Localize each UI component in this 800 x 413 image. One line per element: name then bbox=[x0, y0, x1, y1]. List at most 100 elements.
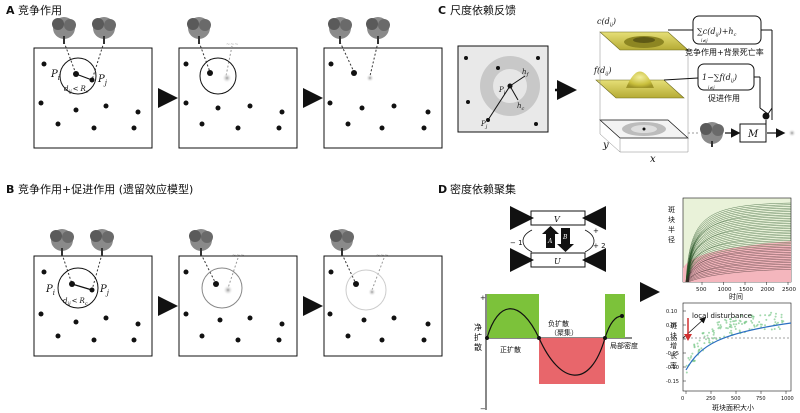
annotation: local disturbance bbox=[692, 312, 752, 320]
tree-icon bbox=[700, 122, 724, 147]
scatter-point bbox=[733, 320, 736, 323]
scatter-point bbox=[728, 331, 731, 334]
scatter-point bbox=[685, 371, 688, 374]
scatter-point bbox=[730, 326, 733, 329]
bottom-x-tick: 750 bbox=[756, 396, 766, 402]
panel-c: C 尺度依赖反馈 Pi Pj hf hc bbox=[438, 3, 796, 165]
a-label: A bbox=[547, 238, 553, 245]
radius-line bbox=[686, 255, 792, 283]
scatter-point bbox=[768, 314, 770, 317]
plus-one: + bbox=[593, 227, 599, 235]
net-diffusion-2: 扩 bbox=[474, 332, 482, 342]
bottom-y-tick: 0.10 bbox=[666, 309, 677, 315]
panel-d: D 密度依赖聚集 V U A B − 1 + + 2 bbox=[438, 182, 796, 413]
scatter-point bbox=[770, 311, 773, 314]
scatter-point bbox=[765, 318, 768, 321]
scatter-point bbox=[752, 315, 755, 318]
panel-b-title: 竞争作用+促进作用 (遗留效应模型) bbox=[18, 182, 193, 196]
scatter-point bbox=[688, 358, 691, 361]
radius-line bbox=[686, 247, 792, 283]
tree-icon bbox=[52, 17, 76, 44]
scatter-point bbox=[718, 326, 721, 329]
scatter-point bbox=[690, 355, 693, 358]
u-label: U bbox=[554, 257, 561, 266]
tree-icon bbox=[92, 17, 116, 44]
scatter-point bbox=[693, 346, 696, 349]
scatter-point bbox=[719, 324, 722, 327]
positive-diffusion-region bbox=[487, 294, 539, 338]
scatter-point bbox=[753, 325, 756, 328]
radius-line bbox=[688, 260, 792, 283]
bottom-ylabel-1: 斑 bbox=[670, 321, 677, 330]
tree-icon bbox=[50, 229, 74, 256]
radius-line bbox=[687, 258, 792, 283]
scatter-point bbox=[775, 312, 777, 315]
top-xlabel: 时间 bbox=[729, 292, 743, 301]
radius-line bbox=[687, 265, 792, 283]
panel-b-box-3: ~~~ bbox=[323, 229, 443, 357]
panel-d-letter: D bbox=[438, 183, 447, 196]
scatter-point bbox=[729, 323, 731, 326]
bottom-y-tick: -0.05 bbox=[666, 351, 679, 357]
pj-label: Pj bbox=[97, 74, 108, 87]
scatter-point bbox=[711, 328, 714, 331]
tree-icon bbox=[187, 17, 211, 44]
patch-dot bbox=[89, 77, 95, 83]
radius-line bbox=[685, 262, 792, 283]
scatter-point bbox=[700, 347, 703, 350]
radius-line bbox=[687, 250, 792, 283]
scatter-point bbox=[751, 321, 754, 324]
radius-line bbox=[688, 269, 792, 283]
panel-b: B 竞争作用+促进作用 (遗留效应模型) Pi Pj dij<Rc bbox=[6, 182, 443, 357]
x-axis-label: x bbox=[650, 154, 656, 165]
scatter-point bbox=[715, 338, 718, 341]
radius-line bbox=[685, 245, 792, 283]
net-diffusion-1: 净 bbox=[474, 322, 482, 332]
scatter-point bbox=[713, 331, 715, 334]
bottom-x-tick: 250 bbox=[706, 396, 716, 402]
bottom-ylabel-5: 率 bbox=[670, 361, 677, 370]
dead-patch-spot bbox=[368, 288, 376, 296]
dead-patch-spot bbox=[788, 129, 796, 137]
vu-diagram: V U A B − 1 + + 2 bbox=[510, 206, 606, 272]
scatter-point bbox=[729, 320, 732, 323]
scatter-point bbox=[725, 321, 728, 324]
bottom-x-tick: 0 bbox=[681, 396, 684, 402]
scatter-point bbox=[720, 325, 723, 328]
b-label: B bbox=[562, 234, 568, 241]
hf-label: hf bbox=[522, 68, 530, 78]
scatter-point bbox=[726, 327, 729, 330]
scatter-point bbox=[725, 327, 728, 329]
v-label: V bbox=[554, 215, 561, 224]
scatter-points bbox=[685, 311, 785, 374]
shrinking-patches-area bbox=[683, 241, 791, 282]
f-bump bbox=[626, 71, 654, 88]
top-x-tick: 1500 bbox=[739, 287, 753, 293]
top-x-tick: 1000 bbox=[718, 287, 732, 293]
pj-label: Pj bbox=[480, 120, 488, 130]
faded-tree: ~~~ bbox=[226, 42, 239, 48]
scatter-point bbox=[732, 323, 735, 326]
scatter-point bbox=[759, 323, 762, 326]
radius-line bbox=[685, 202, 792, 283]
scatter-point bbox=[724, 318, 726, 321]
scatter-point bbox=[685, 364, 688, 367]
top-x-tick: 2000 bbox=[761, 287, 775, 293]
tree-icon bbox=[366, 17, 390, 44]
scatter-point bbox=[691, 352, 694, 355]
panel-b-letter: B bbox=[6, 183, 14, 196]
bottom-xlabel: 斑块面积大小 bbox=[712, 403, 754, 412]
scatter-point bbox=[712, 337, 714, 340]
scatter-point bbox=[712, 329, 715, 332]
scatter-point bbox=[738, 319, 741, 322]
radius-line bbox=[686, 238, 792, 283]
scatter-point bbox=[708, 341, 710, 344]
fit-line bbox=[685, 322, 792, 371]
scatter-point bbox=[718, 321, 721, 323]
bottom-ylabel-4: 长 bbox=[670, 351, 677, 360]
scatter-point bbox=[728, 325, 731, 328]
